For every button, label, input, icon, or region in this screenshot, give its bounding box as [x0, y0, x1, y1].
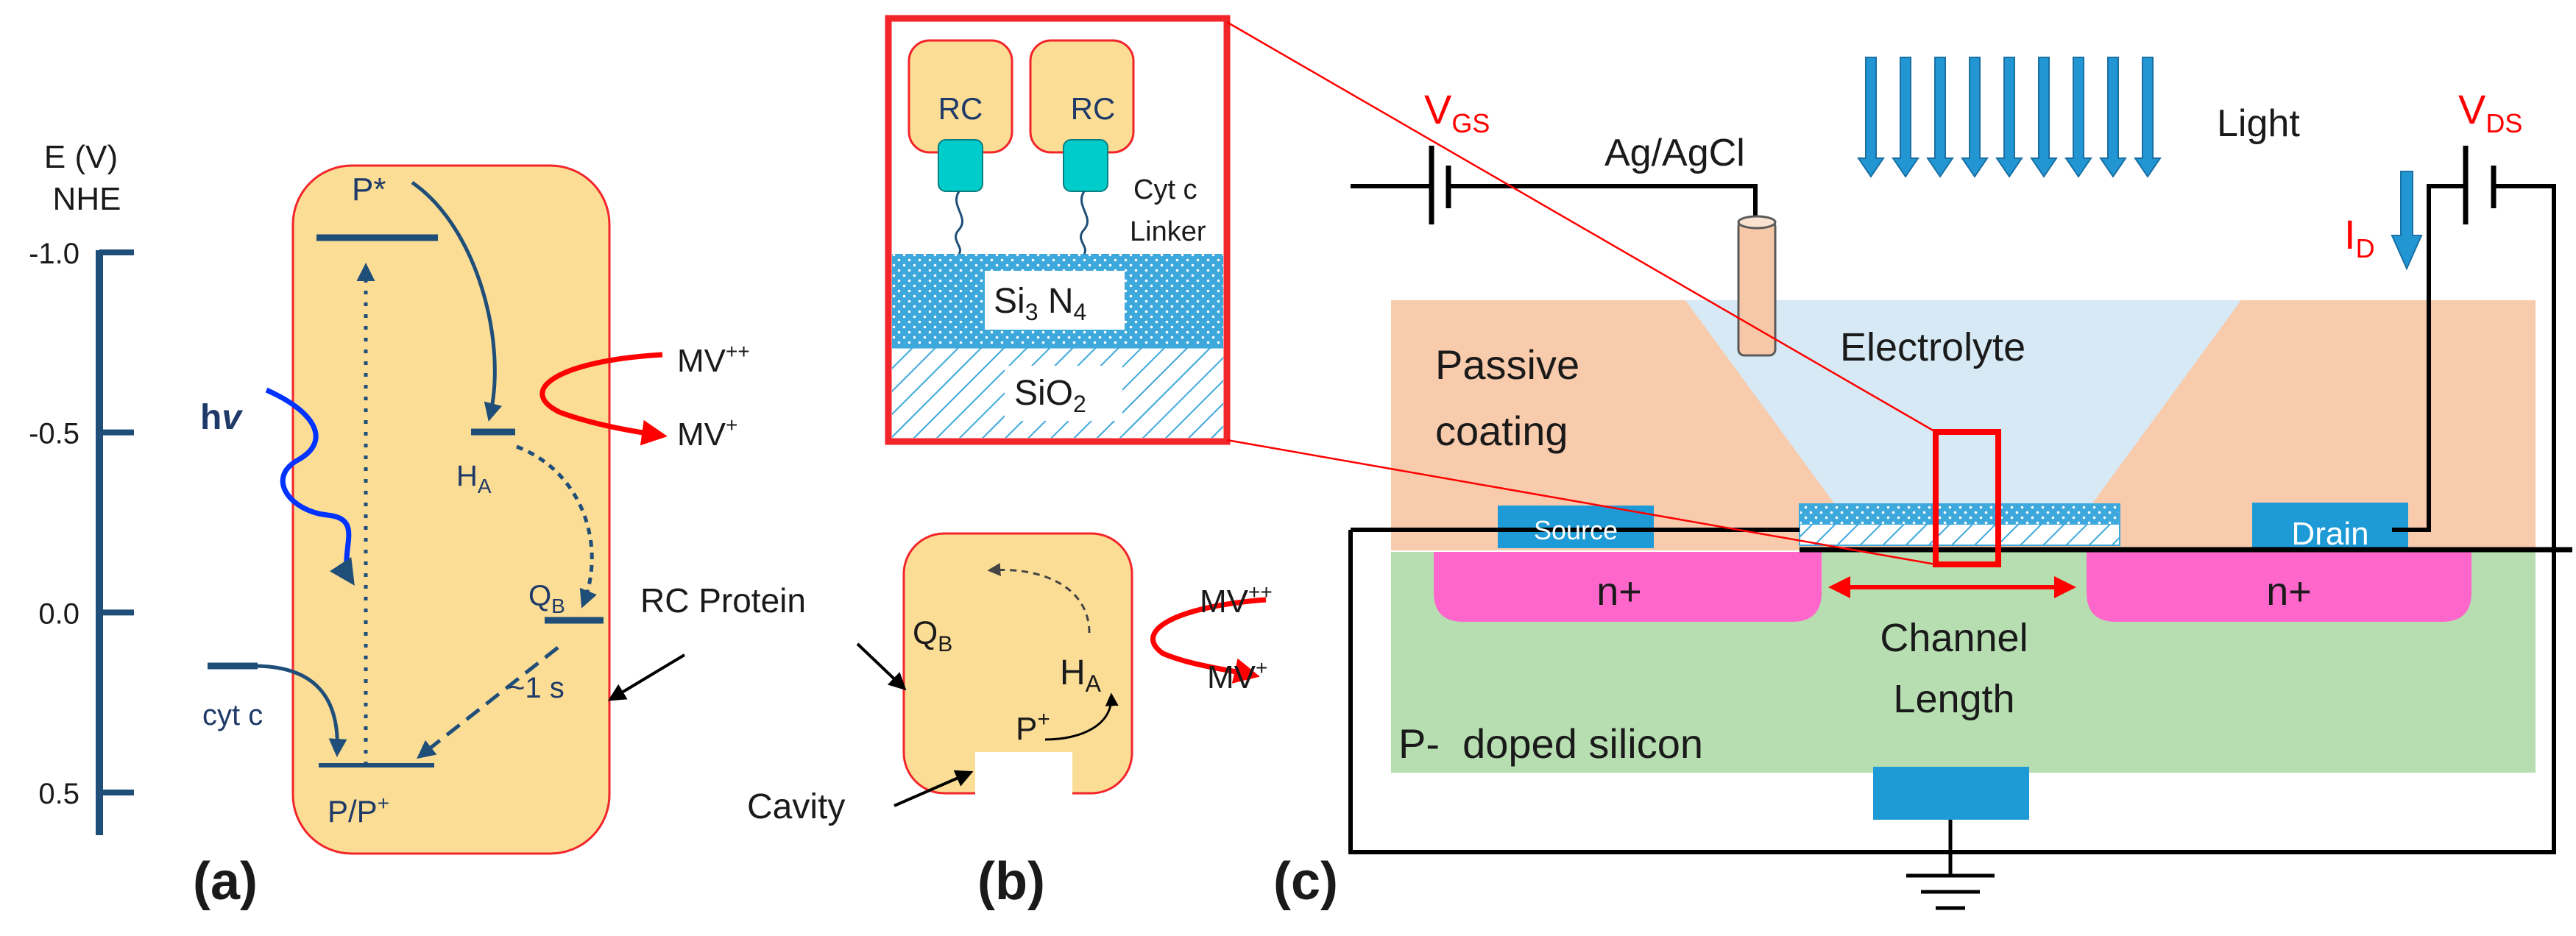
- qb-label: QB: [528, 580, 565, 617]
- energy-tick-label-2: 0.0: [38, 598, 79, 630]
- n-plus-right-label: n+: [2266, 570, 2312, 614]
- sio2-label-bg: [1005, 366, 1122, 421]
- panel-b: QB HA P+ MV++ MV+ Cavity (b): [747, 532, 1273, 911]
- drain-wire: [2392, 184, 2466, 532]
- hv-label: hv: [200, 398, 243, 437]
- ha-label-b: HA: [1060, 653, 1102, 697]
- gate-stack-outline: [1799, 503, 2120, 546]
- channel-length-label-1: Channel: [1880, 616, 2028, 660]
- electrolyte: [1685, 300, 2241, 506]
- vgs-label: VGS: [1424, 86, 1490, 138]
- zoom-region: [1933, 429, 2001, 567]
- rc-protein-pointer-a: [607, 653, 686, 701]
- si3n4-label-bg: [985, 271, 1125, 330]
- ha-to-qb-arrow: [516, 444, 598, 609]
- panel-c-label: (c): [1273, 852, 1338, 911]
- energy-tick-label-1: -0.5: [29, 418, 79, 450]
- channel-length-label-2: Length: [1893, 677, 2014, 721]
- linker-1: [955, 191, 964, 255]
- drain-current-arrow: [2391, 171, 2423, 271]
- mv-oxidized-label-a: MV++: [677, 340, 750, 379]
- energy-tick-label-3: 0.5: [38, 778, 79, 810]
- rc-protein-label: RC Protein: [640, 581, 806, 620]
- p-doped-silicon-label: P- doped silicon: [1398, 720, 1703, 767]
- rc-protein-pointer-b: [856, 642, 907, 691]
- drain-label: Drain: [2291, 516, 2368, 552]
- panel-c: VGS VDS ID Ag/AgCl Light Electrolyte Pas…: [1226, 21, 2572, 911]
- panel-b-label: (b): [977, 852, 1045, 911]
- energy-axis-reference: NHE: [53, 181, 121, 217]
- ha-label: HA: [456, 460, 492, 497]
- n-plus-right: [2087, 552, 2471, 622]
- si3n4-label: Si3 N4: [994, 282, 1086, 325]
- light-arrow-8: [2134, 57, 2162, 178]
- energy-axis-ticks: -1.0 -0.5 0.0 0.5: [29, 238, 134, 810]
- gate-nitride: [1800, 504, 2120, 525]
- qb-to-p-arrow: [417, 646, 559, 759]
- n-plus-left-label: n+: [1596, 570, 1642, 614]
- electrolyte-label: Electrolyte: [1840, 325, 2025, 369]
- light-arrow-5: [2030, 57, 2058, 178]
- energy-axis-title: E (V): [44, 139, 118, 175]
- panel-a: E (V) NHE -1.0 -0.5 0.0 0.5 P* HA QB P/P+ c…: [29, 139, 806, 911]
- cavity-label: Cavity: [747, 787, 845, 826]
- energy-tick-label-0: -1.0: [29, 238, 79, 270]
- mv-reduction-arrow-b: [1150, 597, 1267, 684]
- passive-coating-label-1: Passive: [1435, 341, 1579, 388]
- light-arrow-3: [1961, 57, 1989, 178]
- drain-contact: [2252, 503, 2408, 548]
- time-label: ~1 s: [508, 672, 565, 704]
- vds-label: VDS: [2458, 86, 2522, 138]
- id-label: ID: [2344, 211, 2375, 263]
- p-star-to-ha-arrow: [411, 180, 503, 422]
- light-arrow-1: [1892, 57, 1919, 178]
- mv-reduction-arrow-a: [539, 352, 668, 446]
- rc-label-2: RC: [1071, 91, 1116, 126]
- light-arrow-0: [1857, 57, 1885, 178]
- qb-label-b: QB: [913, 615, 952, 656]
- cyt-c-to-p-arrow: [253, 664, 347, 757]
- cavity-pointer: [894, 770, 974, 807]
- linker-label: Linker: [1130, 216, 1206, 247]
- p-to-ha-arrow-b: [1044, 692, 1119, 741]
- ag-agcl-electrode-top: [1737, 215, 1777, 230]
- ha-to-qb-arrow-b: [987, 563, 1091, 634]
- light-label: Light: [2217, 102, 2300, 145]
- cavity: [975, 752, 1072, 804]
- source-label: Source: [1534, 515, 1618, 545]
- cyt-c-1: [938, 139, 983, 192]
- cyt-c-label: cyt c: [202, 699, 263, 731]
- light-arrow-6: [2064, 57, 2092, 178]
- rc-protein-box: [291, 164, 611, 855]
- photon-wave: [265, 387, 355, 586]
- zoom-line-bottom: [1226, 439, 1936, 566]
- cyt-c-label-inset: Cyt c: [1133, 174, 1197, 205]
- light-arrow-7: [2099, 57, 2127, 178]
- p-pplus-label: P/P+: [328, 792, 389, 829]
- body-contact: [1873, 767, 2029, 820]
- n-plus-left: [1434, 552, 1822, 622]
- cyt-c-2: [1063, 139, 1108, 192]
- gate-circuit-wire: [1348, 184, 2556, 854]
- p-plus-label-b: P+: [1016, 707, 1050, 747]
- gate-oxide: [1800, 525, 2120, 545]
- mv-reduced-label-a: MV+: [677, 414, 737, 453]
- passive-coating-label-2: coating: [1435, 408, 1568, 454]
- mv-reduced-label-b: MV+: [1207, 656, 1267, 695]
- panel-a-label: (a): [193, 852, 258, 911]
- p-star-label: P*: [352, 171, 386, 208]
- mv-oxidized-label-b: MV++: [1200, 581, 1273, 620]
- surface-inset: RC RC Cyt c Linker Si3 N4 SiO2: [885, 15, 1231, 445]
- sio2-label: SiO2: [1014, 374, 1086, 417]
- zoom-line-top: [1226, 21, 1936, 433]
- source-contact: [1498, 506, 1654, 548]
- light-arrow-2: [1926, 57, 1954, 178]
- vgs-wire-right: [1446, 184, 1758, 228]
- light-arrows: [1857, 57, 2162, 178]
- light-arrow-4: [1995, 57, 2023, 178]
- ag-agcl-label: Ag/AgCl: [1604, 132, 1745, 174]
- rc-label-1: RC: [938, 91, 983, 126]
- linker-2: [1080, 191, 1089, 255]
